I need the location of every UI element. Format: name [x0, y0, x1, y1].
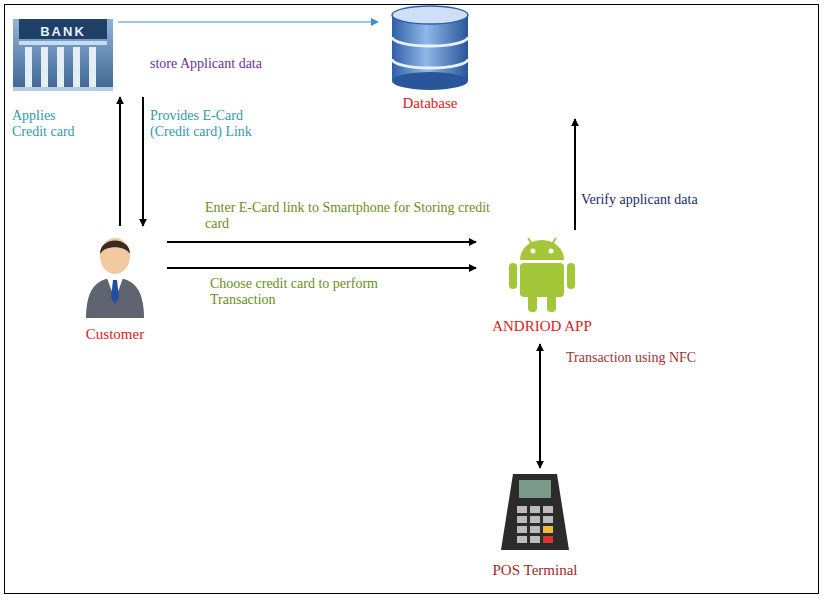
- node-label: POS Terminal: [480, 562, 590, 579]
- android-robot: [506, 232, 578, 314]
- connector-arrow: [118, 22, 378, 23]
- connector-arrow: [167, 241, 476, 243]
- person-node: Customer: [65, 228, 165, 350]
- node-label: Customer: [65, 326, 165, 343]
- connector-arrow: [167, 267, 476, 269]
- connector-arrow: [574, 119, 576, 230]
- pos-node: POS Terminal: [480, 470, 590, 588]
- connector-arrow: [119, 97, 121, 226]
- node-label: BANK: [10, 24, 116, 39]
- pos-terminal-icon: [495, 470, 575, 556]
- customer-icon: [80, 228, 150, 320]
- connector-arrow: [142, 97, 144, 226]
- connector-arrow: [539, 344, 541, 468]
- edge-label: Choose credit card to perform Transactio…: [210, 276, 440, 308]
- edge-label: Verify applicant data: [581, 192, 781, 208]
- bank-node: BANK: [10, 15, 116, 95]
- node-label: Database: [380, 95, 480, 112]
- android-node: ANDRIOD APP: [478, 232, 606, 342]
- edge-label: Enter E-Card link to Smartphone for Stor…: [205, 200, 495, 232]
- db-node: Database: [380, 5, 480, 117]
- node-label: ANDRIOD APP: [478, 318, 606, 335]
- edge-label: Transaction using NFC: [566, 350, 766, 366]
- database-cylinder: [388, 5, 472, 91]
- edge-label: Applies Credit card: [12, 108, 90, 140]
- edge-label: store Applicant data: [150, 56, 350, 72]
- edge-label: Provides E-Card (Credit card) Link: [150, 108, 270, 140]
